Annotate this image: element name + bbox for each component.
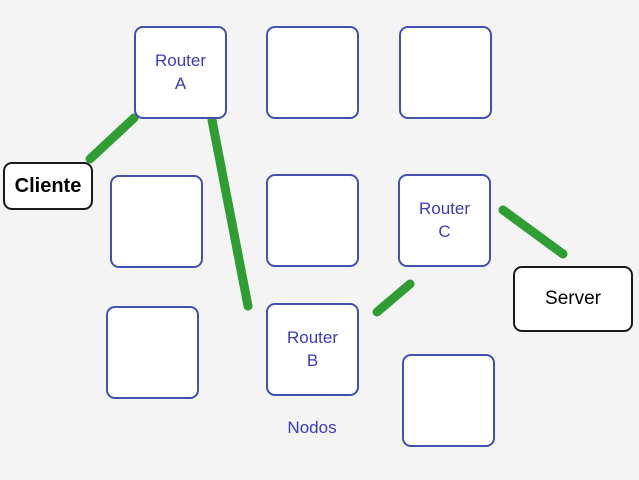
node-r0c0-labeled[interactable]: Router A — [134, 26, 227, 119]
link-cliente-routera — [85, 113, 139, 164]
link-routerb-routerc — [372, 279, 415, 317]
endpoint-cliente[interactable]: Cliente — [3, 162, 93, 210]
node-r2c0[interactable] — [106, 306, 199, 399]
node-r2c2[interactable] — [402, 354, 495, 447]
link-routera-routerb — [207, 115, 253, 311]
node-r1c1[interactable] — [266, 174, 359, 267]
node-r1c2-labeled[interactable]: Router C — [398, 174, 491, 267]
diagram-caption: Nodos — [287, 418, 337, 437]
node-r0c2[interactable] — [399, 26, 492, 119]
link-routerc-server — [498, 205, 568, 259]
node-r0c1[interactable] — [266, 26, 359, 119]
node-r2c1-labeled[interactable]: Router B — [266, 303, 359, 396]
node-r1c0[interactable] — [110, 175, 203, 268]
endpoint-server[interactable]: Server — [513, 266, 633, 332]
